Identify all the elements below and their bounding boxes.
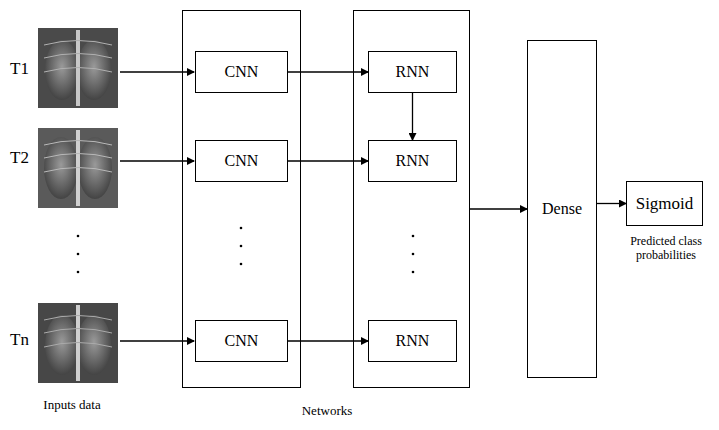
arrow-connector [470,208,527,209]
process-box: Dense [527,40,597,378]
caption-label: Networks [282,403,372,419]
arrow-connector [412,93,413,140]
ellipsis-dots [77,227,415,274]
arrow-connector [288,71,368,72]
process-box: RNN [368,140,457,182]
box-label: RNN [396,63,430,81]
box-label: CNN [225,63,259,81]
xray-image [38,303,118,383]
time-step-label: T1 [10,59,36,79]
process-box: CNN [195,320,288,362]
arrow-connector [288,160,368,161]
box-label: Sigmoid [636,194,694,214]
group-box: RNN RNN RNN [353,10,470,388]
arrow-connector [597,203,626,204]
arrow-connector [288,340,368,341]
group-box: CNN CNN CNN [182,10,301,388]
box-label: CNN [225,332,259,350]
process-box: CNN [195,51,288,93]
process-box: CNN [195,140,288,182]
caption-label: Predicted class probabilities [616,234,716,263]
box-label: RNN [396,152,430,170]
process-box: RNN [368,51,457,93]
xray-image [38,28,118,108]
xray-image [38,128,118,208]
caption-label: Inputs data [22,397,122,413]
time-step-label: Tn [10,330,36,350]
process-box: RNN [368,320,457,362]
time-step-label: T2 [10,148,36,168]
box-label: Dense [542,200,582,218]
box-label: RNN [396,332,430,350]
box-label: CNN [225,152,259,170]
process-box: Sigmoid [626,181,703,226]
